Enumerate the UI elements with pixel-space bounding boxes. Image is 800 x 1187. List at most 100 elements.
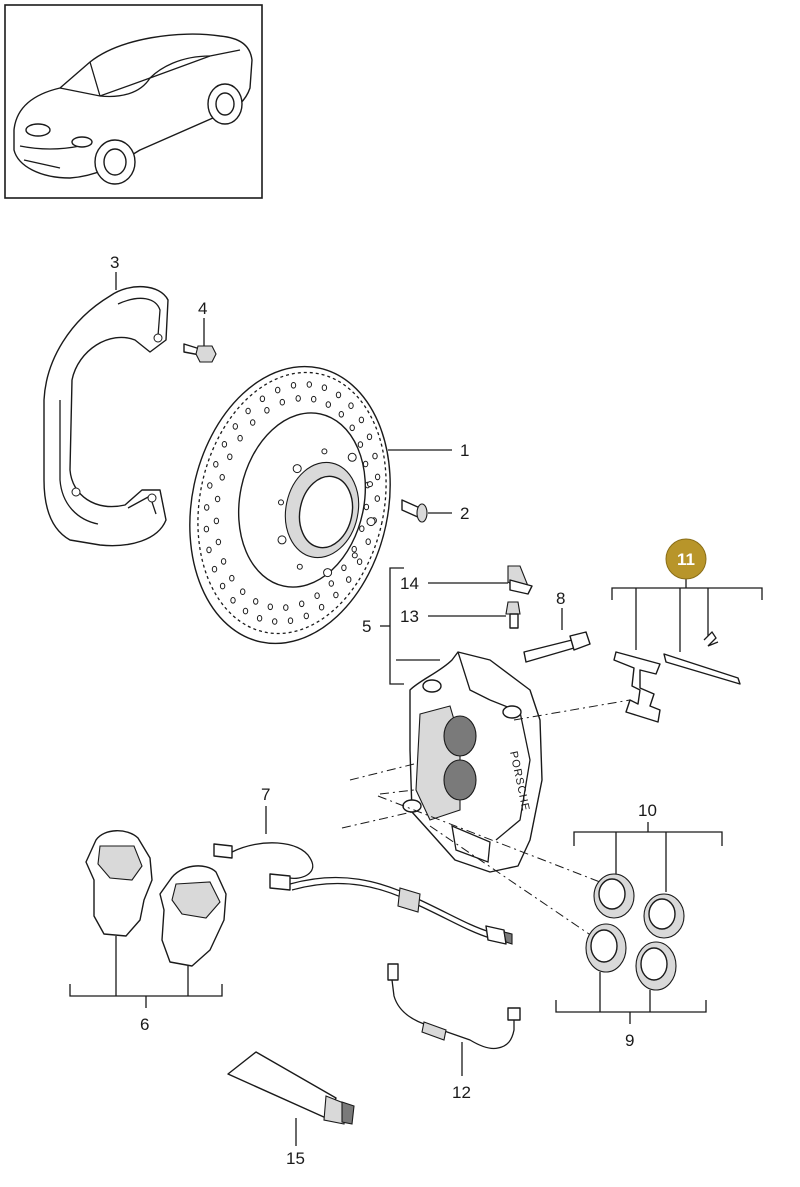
callout-5[interactable]: 5 (362, 617, 371, 636)
hub-hole (292, 464, 302, 474)
drill-hole (338, 411, 344, 418)
drill-hole (362, 460, 369, 468)
hub-hole (323, 568, 333, 578)
drill-hole (242, 607, 249, 615)
callout-9[interactable]: 9 (625, 1031, 634, 1050)
drill-hole (287, 617, 294, 625)
drill-hole (356, 558, 363, 566)
callout-6[interactable]: 6 (140, 1015, 149, 1034)
drill-hole (328, 580, 334, 587)
callout-labels: 1 2 3 4 5 6 7 8 9 10 12 13 14 15 (110, 253, 657, 1168)
hub-hole (277, 535, 287, 545)
drill-hole (229, 574, 235, 582)
drill-hole (240, 588, 246, 596)
disc-cross-drill-holes (203, 381, 381, 625)
part-12-brake-line[interactable] (387, 963, 521, 1076)
drill-hole (303, 612, 309, 620)
drill-hole (363, 503, 370, 511)
part-9-dust-boots[interactable] (555, 923, 707, 1024)
callout-11-selected[interactable]: 11 (665, 538, 707, 580)
callout-2[interactable]: 2 (460, 504, 469, 523)
drill-hole (204, 504, 210, 511)
assembly-guide-lines (341, 699, 631, 937)
drill-hole (219, 582, 226, 590)
hub-hole (366, 517, 376, 527)
drill-hole (203, 525, 210, 533)
drill-hole (279, 398, 285, 406)
drill-hole (290, 382, 297, 389)
drill-hole (230, 597, 236, 604)
drill-hole (346, 576, 352, 583)
drill-hole (374, 473, 381, 481)
drill-hole (253, 598, 259, 605)
callout-1[interactable]: 1 (460, 441, 469, 460)
hub-hole (278, 499, 284, 506)
drill-hole (335, 391, 342, 399)
part-11-pad-retaining-kit[interactable] (611, 578, 763, 723)
drill-hole (311, 395, 317, 403)
callout-leader-lines (115, 272, 452, 514)
drill-hole (341, 564, 347, 572)
drill-hole (318, 603, 325, 611)
part-10-piston-seals[interactable] (573, 822, 723, 939)
drill-hole (349, 424, 355, 432)
callout-15[interactable]: 15 (286, 1149, 305, 1168)
callout-3[interactable]: 3 (110, 253, 119, 272)
drill-hole (275, 386, 281, 394)
drill-hole (264, 407, 270, 414)
drill-hole (227, 453, 233, 461)
callout-13[interactable]: 13 (400, 607, 419, 626)
hub-hole (351, 552, 358, 559)
hub-hole (367, 481, 373, 488)
drill-hole (213, 517, 220, 525)
drill-hole (325, 401, 331, 408)
part-6-brake-pads[interactable] (69, 830, 227, 1008)
drill-hole (232, 423, 239, 430)
part-7-wear-sensor[interactable] (213, 806, 513, 945)
drill-hole (351, 545, 357, 553)
part-2-locating-screw[interactable] (401, 499, 428, 523)
callout-11[interactable]: 11 (677, 550, 695, 569)
part-3-brake-dust-shield[interactable] (43, 285, 169, 547)
car-icon (13, 33, 253, 185)
drill-hole (211, 565, 218, 573)
callout-10[interactable]: 10 (638, 801, 657, 820)
drill-hole (206, 546, 212, 554)
drill-hole (306, 381, 312, 388)
drill-hole (250, 419, 256, 426)
hub-hole (321, 448, 328, 455)
callout-14[interactable]: 14 (400, 574, 419, 593)
drill-hole (237, 434, 243, 442)
callout-8[interactable]: 8 (556, 589, 565, 608)
drill-hole (357, 441, 364, 448)
drill-hole (207, 482, 213, 489)
drill-hole (321, 384, 328, 392)
hub-hole (347, 452, 357, 462)
drill-hole (272, 618, 278, 625)
drill-hole (256, 615, 263, 622)
part-14-bleeder-cap[interactable] (428, 565, 533, 595)
brake-caliper-body[interactable]: PORSCHE (402, 651, 543, 873)
part-13-bleeder-valve[interactable] (428, 601, 521, 629)
callout-4[interactable]: 4 (198, 299, 207, 318)
part-4-bolt[interactable] (183, 343, 217, 363)
drill-hole (245, 407, 251, 415)
drill-hole (314, 592, 320, 600)
drill-hole (259, 395, 266, 403)
vehicle-thumbnail (4, 4, 263, 199)
drill-hole (295, 395, 301, 402)
disc-hub-bolt-holes (277, 448, 376, 578)
drill-hole (267, 603, 273, 611)
drill-hole (221, 441, 228, 448)
drill-hole (365, 538, 371, 546)
callout-12[interactable]: 12 (452, 1083, 471, 1102)
callout-7[interactable]: 7 (261, 785, 270, 804)
part-15-assembly-paste-tube[interactable] (227, 1051, 355, 1146)
drill-hole (366, 433, 373, 441)
part-8-caliper-bolt[interactable] (523, 608, 591, 663)
part-1-brake-disc[interactable] (165, 348, 415, 663)
drill-hole (374, 495, 380, 502)
drill-hole (214, 495, 221, 503)
drill-hole (215, 538, 222, 546)
